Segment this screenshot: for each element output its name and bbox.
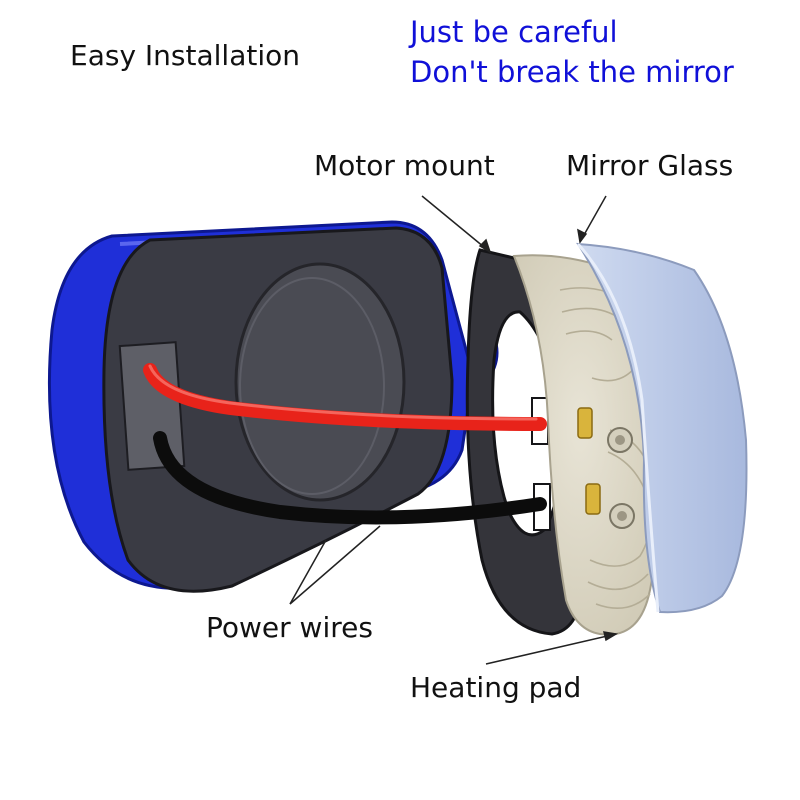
red-wire-highlight: [148, 364, 538, 421]
page-title: Easy Installation: [70, 39, 300, 72]
black-wire: [153, 431, 547, 525]
motor-mount-arrowhead: [478, 238, 492, 254]
heating-pad-label: Heating pad: [410, 671, 582, 704]
motor-mount-leader: [421, 195, 491, 253]
wire-connector-block: [118, 341, 186, 471]
leader-lines: [289, 195, 619, 665]
motor-disc: [234, 262, 406, 502]
mirror-glass-label: Mirror Glass: [566, 149, 734, 182]
warning-line-1: Just be careful: [410, 15, 618, 49]
red-wire: [143, 363, 547, 431]
power-wires: [143, 363, 547, 525]
power-wires-leader-a: [289, 525, 381, 605]
warning-line-2: Don't break the mirror: [410, 55, 734, 89]
terminal-lower-inner: [617, 511, 627, 521]
power-wires-label: Power wires: [206, 611, 373, 644]
heating-pad-leader: [485, 633, 617, 665]
motor-disc-rim: [239, 277, 385, 495]
mirror-glass-edge: [576, 243, 660, 613]
mirror-glass-arrowhead: [577, 228, 588, 244]
motor-mount-label: Motor mount: [314, 149, 495, 182]
terminal-pin-lower: [585, 483, 601, 515]
mirror-glass: [576, 242, 748, 614]
mirror-glass-pane: [576, 242, 748, 614]
power-wires-leader-b: [289, 539, 327, 605]
terminal-pin-upper: [577, 407, 593, 439]
terminal-upper-inner: [615, 435, 625, 445]
heating-pad-arrowhead: [602, 631, 619, 642]
